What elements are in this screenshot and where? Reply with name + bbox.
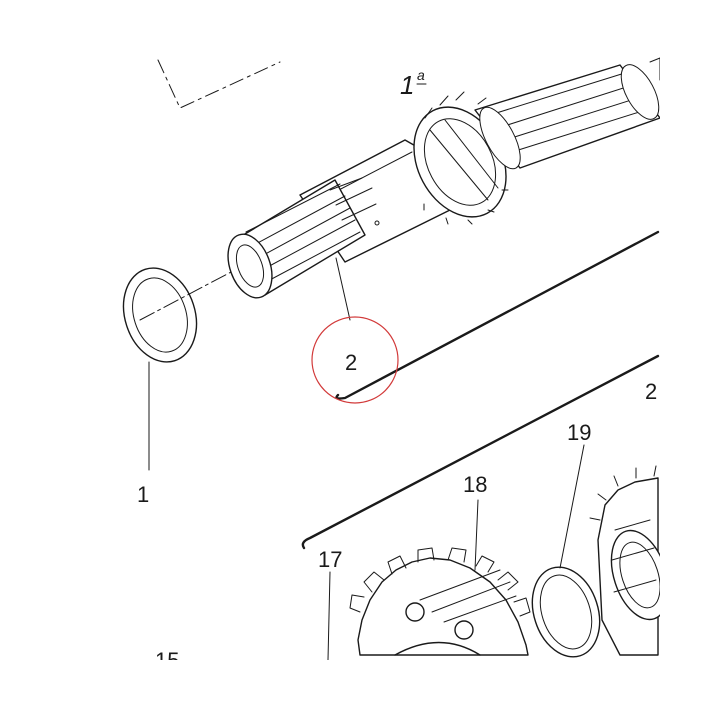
label-part-19: 19 [567,420,591,445]
rear-splined-section [474,57,661,170]
leader-part-17 [327,571,331,661]
highlight-ring [311,316,399,404]
shaft-splines [245,177,377,283]
divider-lines [301,230,660,550]
right-crop-mask [660,0,720,720]
label-first-gear-number: 1 [400,70,414,100]
label-part-17: 17 [318,547,342,572]
bottom-crop-mask [0,660,720,720]
label-part-18: 18 [463,472,487,497]
large-gear-part-18 [349,499,531,656]
label-part-2-circled: 2 [345,350,357,375]
dashed-frame [157,59,281,109]
label-part-1: 1 [137,482,149,507]
part-labels: 1 2 2 19 18 17 15 1 a [137,67,657,673]
right-gear-cluster [589,465,670,656]
thrust-washer-part-1 [122,267,198,471]
label-part-2-edge: 2 [645,379,657,404]
gear-teeth [349,547,531,617]
label-first-gear-superscript: a [417,67,425,83]
callout-highlight-circle [311,316,399,404]
snap-ring-part-19 [531,444,601,658]
